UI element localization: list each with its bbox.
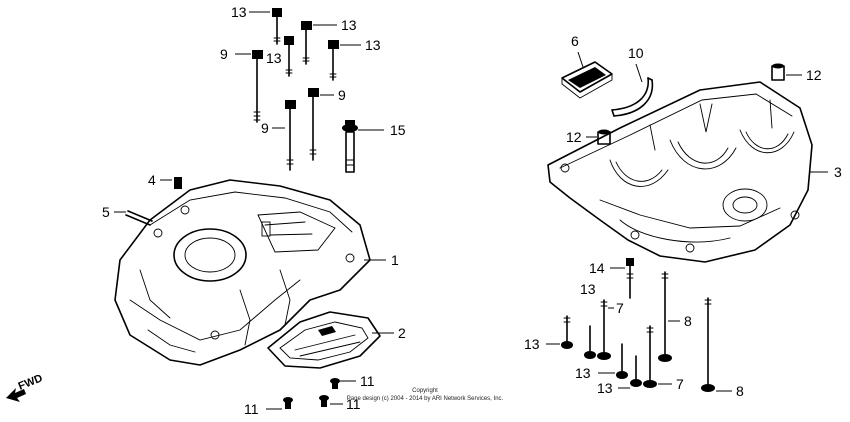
dowel-4 (174, 177, 182, 189)
callout-13-bottom: 13 (597, 380, 613, 396)
callout-9-right: 9 (338, 87, 346, 103)
callout-4: 4 (148, 172, 156, 188)
copyright-notice: Copyright Page design (c) 2004 - 2014 by… (347, 388, 504, 402)
callout-8-upper: 8 (684, 313, 692, 329)
upper-bolt-group (252, 8, 358, 173)
lower-bolt-group (561, 258, 715, 392)
callout-15: 15 (390, 122, 406, 138)
stud-8-lower (701, 297, 715, 392)
bolt-9-lower (285, 100, 296, 171)
bolt-13-lower-right (630, 355, 642, 387)
bolt-15-flange (342, 120, 358, 173)
callout-group: 13 13 13 13 9 9 9 15 4 5 1 2 (102, 4, 842, 417)
screw-11-right (319, 395, 329, 407)
callout-13-stack-top: 13 (580, 281, 596, 297)
dowel-12-upper (771, 63, 785, 81)
callout-13-middle: 13 (266, 50, 282, 66)
bolt-13-right-lower (328, 40, 339, 81)
callout-12-lower: 12 (566, 129, 582, 145)
bolt-13-lower-mid2 (616, 343, 628, 379)
crankcase-lower-half (114, 179, 371, 366)
bolt-13-lower-left (561, 315, 573, 349)
callout-9-lower: 9 (261, 120, 269, 136)
bolt-9-left (252, 50, 263, 123)
callout-13-right-lower: 13 (365, 37, 381, 53)
callout-13-top: 13 (231, 4, 247, 20)
copyright-line1: Copyright (412, 388, 438, 394)
callout-1: 1 (391, 252, 399, 268)
forward-direction-indicator: FWD (6, 372, 44, 402)
callout-11-right: 11 (346, 396, 361, 412)
bolt-9-right (308, 88, 319, 161)
pin-5 (125, 210, 153, 226)
callout-8-lower: 8 (736, 383, 744, 399)
dowel-12-lower (597, 129, 611, 145)
bolt-13-right (301, 21, 312, 65)
bolt-14 (626, 258, 634, 299)
bolt-7-lower (643, 325, 657, 388)
callout-2: 2 (398, 325, 406, 341)
callout-12-upper: 12 (806, 67, 822, 83)
callout-7-lower: 7 (676, 376, 684, 392)
crankcase-upper-half (547, 81, 813, 263)
callout-13-mid-lower: 13 (575, 365, 591, 381)
screw-11-left (283, 397, 293, 409)
fwd-arrow-icon (6, 388, 26, 402)
fwd-label: FWD (17, 372, 45, 393)
filter-screen-6 (561, 61, 613, 99)
stud-8-upper (658, 271, 672, 362)
callout-5: 5 (102, 204, 110, 220)
callout-13-left: 13 (524, 336, 540, 352)
callout-13-right: 13 (341, 17, 357, 33)
callout-14: 14 (589, 260, 605, 276)
callout-11-left: 11 (244, 401, 259, 417)
callout-3: 3 (834, 164, 842, 180)
callout-9-left: 9 (220, 46, 228, 62)
callout-11-upper: 11 (360, 373, 375, 389)
bearing-half-10 (611, 77, 654, 117)
screw-11-upper (330, 378, 340, 389)
bolt-13-middle (284, 36, 294, 77)
bolt-13-lower-mid (584, 325, 596, 359)
copyright-line2: Page design (c) 2004 - 2014 by ARI Netwo… (347, 396, 504, 402)
callout-6: 6 (571, 33, 579, 49)
callout-10: 10 (628, 45, 644, 61)
bolt-7-upper (597, 299, 611, 360)
callout-7-upper: 7 (616, 300, 624, 316)
strainer-plate-2 (267, 311, 381, 369)
bolt-13-top (272, 8, 282, 45)
